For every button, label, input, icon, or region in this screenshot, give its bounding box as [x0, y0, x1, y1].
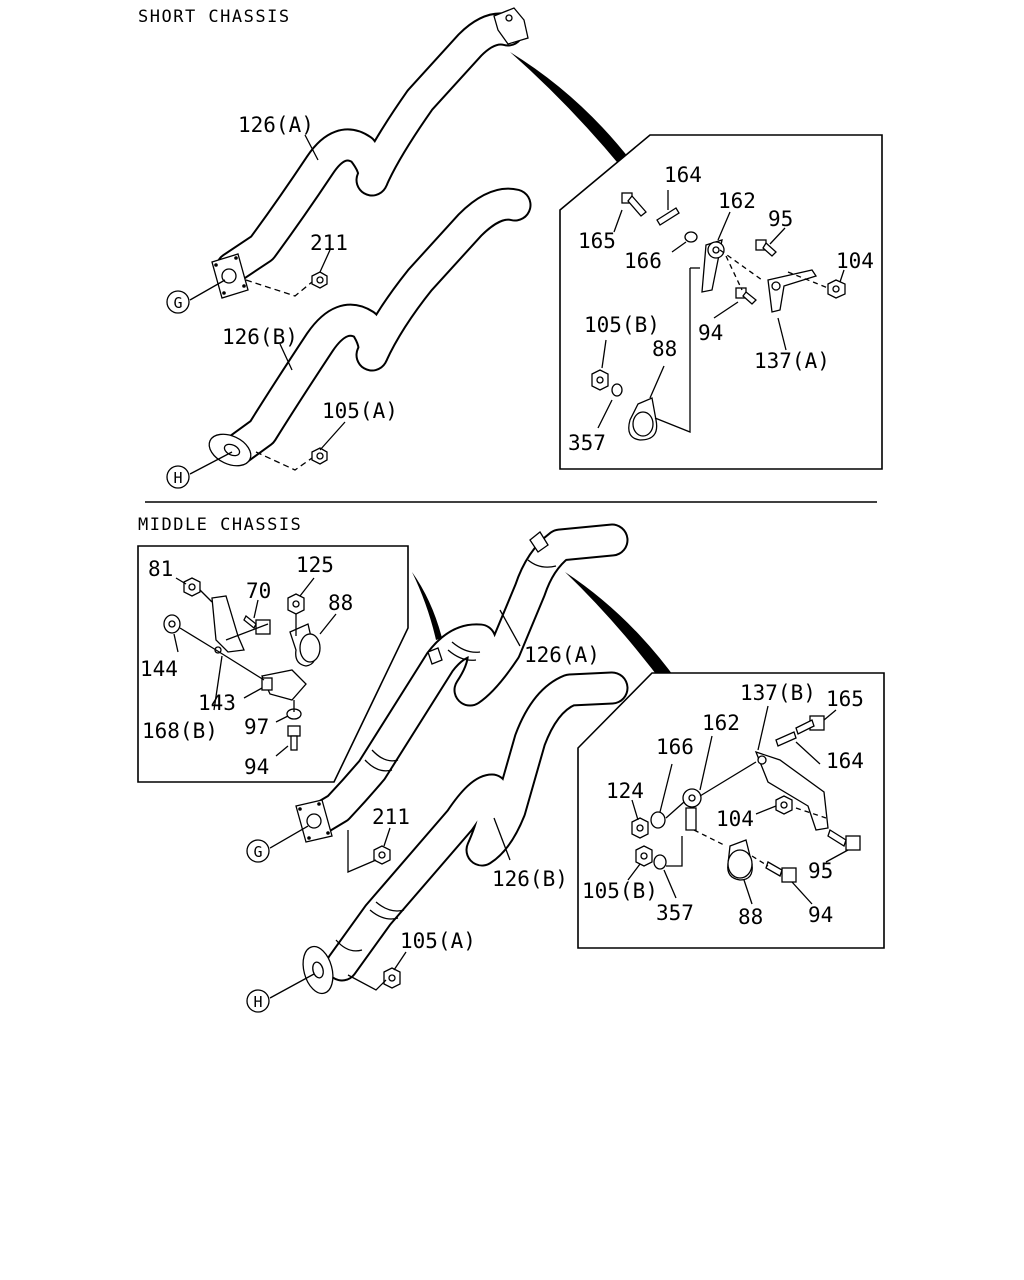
short-marker-h: H	[166, 451, 233, 489]
middle-pipe-126a-details	[364, 531, 557, 772]
mid-label-168b: 168(B)	[142, 719, 218, 743]
middle-nut-105a	[383, 967, 401, 989]
short-label-166: 166	[624, 249, 662, 273]
mr-label-104: 104	[716, 807, 754, 831]
mr-label-94: 94	[808, 903, 833, 927]
mid-label-70: 70	[246, 579, 271, 603]
svg-text:G: G	[173, 294, 182, 312]
middle-marker-g: G	[246, 825, 309, 863]
short-detail-parts	[591, 192, 846, 441]
short-chassis-title: SHORT CHASSIS	[138, 7, 291, 27]
short-bolt-165-shank	[627, 194, 647, 217]
mid-bolt-94	[287, 725, 301, 737]
short-label-137a: 137(A)	[754, 349, 830, 373]
middle-label-105a: 105(A)	[400, 929, 476, 953]
mr-label-95: 95	[808, 859, 833, 883]
middle-right-detail-box	[577, 672, 885, 949]
short-pipe-126b	[223, 187, 532, 465]
short-detail-box	[559, 134, 883, 470]
svg-text:H: H	[173, 469, 182, 487]
short-nut-211	[311, 271, 328, 289]
short-label-164: 164	[664, 163, 702, 187]
short-label-105b: 105(B)	[584, 313, 660, 337]
mid-label-97: 97	[244, 715, 269, 739]
short-label-88: 88	[652, 337, 677, 361]
middle-pipe-126a	[301, 523, 629, 837]
short-label-105a: 105(A)	[322, 399, 398, 423]
mid-bolt-70	[255, 619, 271, 635]
middle-label-126b: 126(B)	[492, 867, 568, 891]
mid-bracket-168b	[211, 595, 245, 653]
middle-left-pointer	[412, 572, 442, 640]
short-label-95: 95	[768, 207, 793, 231]
short-label-165: 165	[578, 229, 616, 253]
short-bracket-137a	[767, 269, 818, 313]
short-flange-g	[211, 253, 249, 299]
short-label-211: 211	[310, 231, 348, 255]
mr-bracket-137b	[754, 750, 829, 831]
middle-pipe-126b-details	[335, 901, 405, 952]
short-label-104: 104	[836, 249, 874, 273]
mid-label-94: 94	[244, 755, 269, 779]
middle-right-pointer	[565, 572, 678, 690]
middle-right-parts	[631, 715, 861, 883]
middle-label-126a: 126(A)	[524, 643, 600, 667]
mr-label-162: 162	[702, 711, 740, 735]
short-label-357: 357	[568, 431, 606, 455]
mr-label-164: 164	[826, 749, 864, 773]
mr-bolt-94	[781, 867, 797, 883]
mr-label-357: 357	[656, 901, 694, 925]
mr-label-137b: 137(B)	[740, 681, 816, 705]
short-label-126b: 126(B)	[222, 325, 298, 349]
mid-label-125: 125	[296, 553, 334, 577]
mr-washer-166	[650, 811, 666, 829]
mr-label-166: 166	[656, 735, 694, 759]
middle-nut-211	[373, 845, 391, 865]
mr-label-88: 88	[738, 905, 763, 929]
middle-flange-h	[302, 945, 334, 995]
mid-label-81: 81	[148, 557, 173, 581]
middle-left-detail-box	[137, 545, 409, 783]
short-washer-357	[611, 383, 623, 397]
middle-flange-g	[295, 799, 333, 843]
mr-pin-164	[775, 731, 797, 747]
mr-label-105b: 105(B)	[582, 879, 658, 903]
mid-label-144: 144	[140, 657, 178, 681]
mr-bolt-95	[845, 835, 861, 851]
mr-washer-357	[653, 854, 667, 870]
short-marker-g: G	[166, 279, 226, 314]
middle-marker-h: H	[246, 973, 315, 1013]
mid-label-88: 88	[328, 591, 353, 615]
short-label-162: 162	[718, 189, 756, 213]
short-pin-164	[656, 207, 680, 226]
short-washer-166	[684, 231, 698, 243]
short-label-94: 94	[698, 321, 723, 345]
svg-text:G: G	[253, 843, 262, 861]
short-pipe-126a	[215, 12, 525, 285]
mr-label-165: 165	[826, 687, 864, 711]
short-detail-pointer	[510, 52, 632, 168]
middle-chassis-title: MIDDLE CHASSIS	[138, 515, 302, 535]
middle-label-211: 211	[372, 805, 410, 829]
mid-label-143: 143	[198, 691, 236, 715]
short-clamp-top	[493, 7, 529, 45]
mr-label-124: 124	[606, 779, 644, 803]
short-label-126a: 126(A)	[238, 113, 314, 137]
short-nut-105a	[311, 447, 328, 465]
svg-text:H: H	[253, 993, 262, 1011]
middle-left-parts	[163, 577, 321, 751]
mid-bracket-143	[261, 669, 307, 701]
